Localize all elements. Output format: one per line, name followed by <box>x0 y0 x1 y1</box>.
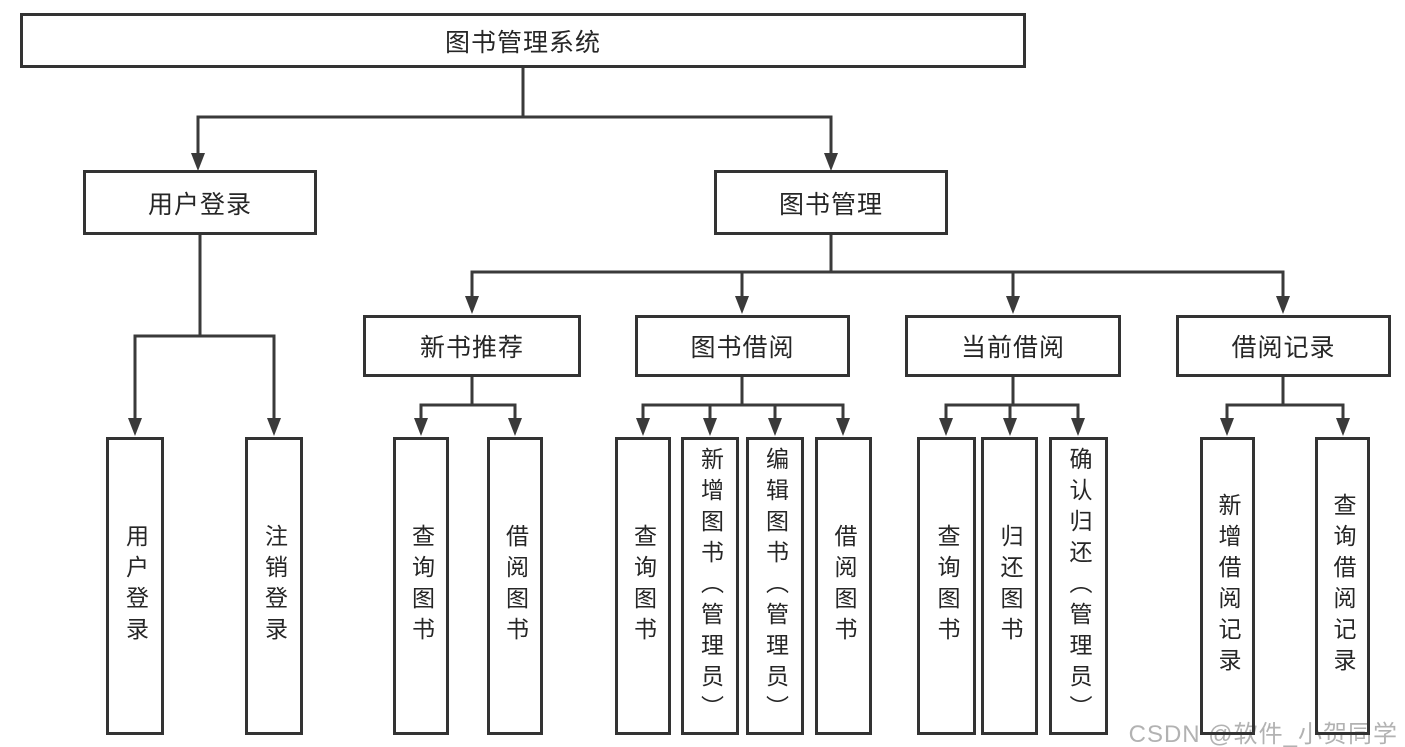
leaf-newbook-borrow-books: 借阅图书 <box>487 437 543 735</box>
leaf-user-login: 用户登录 <box>106 437 164 735</box>
arrow-head-icon <box>824 153 838 171</box>
node-user-login: 用户登录 <box>83 170 317 235</box>
node-new-book-recommend: 新书推荐 <box>363 315 581 377</box>
leaf-current-query-books: 查询图书 <box>917 437 976 735</box>
leaf-records-add-record: 新增借阅记录 <box>1200 437 1255 735</box>
connector-new-book-to-children <box>419 377 517 420</box>
connector-book-borrow-to-children <box>641 377 845 420</box>
leaf-borrow-borrow-books: 借阅图书 <box>815 437 872 735</box>
leaf-borrow-query-books: 查询图书 <box>615 437 671 735</box>
arrow-head-icon <box>939 418 953 436</box>
leaf-current-confirm-return-admin: 确认归还（管理员） <box>1049 437 1108 735</box>
leaf-newbook-query-books: 查询图书 <box>393 437 449 735</box>
arrow-head-icon <box>1276 296 1290 314</box>
arrow-head-icon <box>191 153 205 171</box>
leaf-current-return-books: 归还图书 <box>981 437 1038 735</box>
arrow-head-icon <box>1336 418 1350 436</box>
arrow-head-icon <box>735 296 749 314</box>
arrow-head-icon <box>1220 418 1234 436</box>
leaf-borrow-edit-books-admin: 编辑图书（管理员） <box>746 437 804 735</box>
node-borrow-records: 借阅记录 <box>1176 315 1391 377</box>
leaf-borrow-add-books-admin: 新增图书（管理员） <box>681 437 739 735</box>
node-book-borrow: 图书借阅 <box>635 315 850 377</box>
arrow-head-icon <box>836 418 850 436</box>
node-book-management: 图书管理 <box>714 170 948 235</box>
arrow-head-icon <box>128 418 142 436</box>
arrow-head-icon <box>636 418 650 436</box>
connector-user-login-to-children <box>133 235 276 420</box>
arrow-head-icon <box>703 418 717 436</box>
node-root-system: 图书管理系统 <box>20 13 1026 68</box>
connector-borrow-records-to-children <box>1225 377 1345 420</box>
connector-book-management-to-children <box>470 235 1285 298</box>
arrow-heads <box>128 153 1350 436</box>
arrow-head-icon <box>1006 296 1020 314</box>
node-current-borrow: 当前借阅 <box>905 315 1121 377</box>
arrow-head-icon <box>1071 418 1085 436</box>
leaf-logout-login: 注销登录 <box>245 437 303 735</box>
arrow-head-icon <box>508 418 522 436</box>
arrow-head-icon <box>465 296 479 314</box>
connector-current-borrow-to-children <box>944 377 1080 420</box>
arrow-head-icon <box>1003 418 1017 436</box>
arrow-head-icon <box>414 418 428 436</box>
arrow-head-icon <box>768 418 782 436</box>
arrow-head-icon <box>267 418 281 436</box>
csdn-watermark: CSDN @软件_小贺同学 <box>1128 721 1398 747</box>
connector-root-to-level2 <box>196 66 833 155</box>
leaf-records-query-record: 查询借阅记录 <box>1315 437 1370 735</box>
